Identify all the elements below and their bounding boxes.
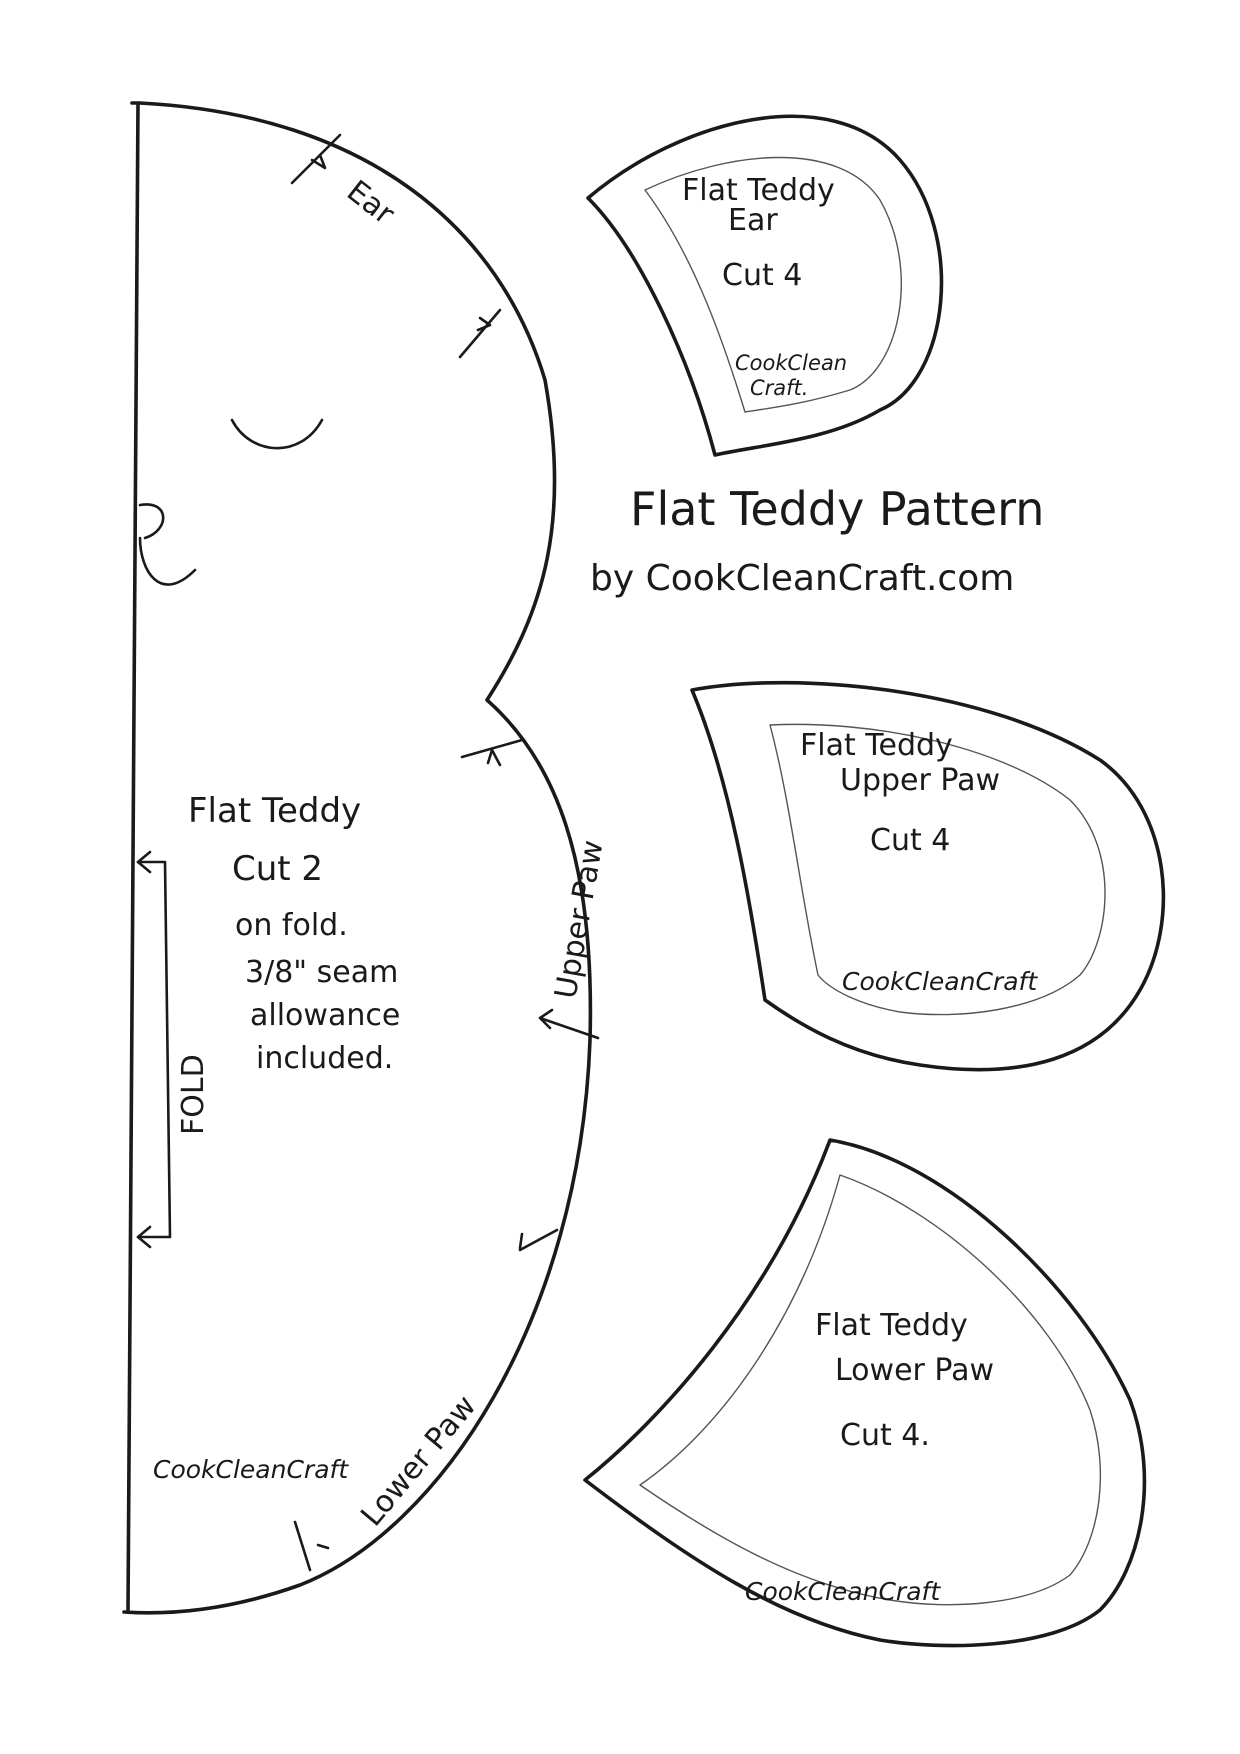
lower-paw-notch-top bbox=[518, 1228, 559, 1252]
pattern-title: Flat Teddy Pattern bbox=[630, 482, 1044, 536]
fold-label: FOLD bbox=[176, 1054, 211, 1135]
pattern-byline: by CookCleanCraft.com bbox=[590, 558, 1014, 599]
upper-paw-piece-cut: Cut 4 bbox=[870, 823, 950, 858]
closed-eye-mark bbox=[230, 418, 324, 450]
ear-notch-top bbox=[290, 133, 342, 185]
ear-piece-part: Ear bbox=[728, 203, 778, 238]
upper-paw-notch-top bbox=[460, 738, 524, 767]
ear-notch-bottom bbox=[458, 308, 502, 359]
body-piece bbox=[122, 101, 600, 1615]
upper-paw-notch-bottom bbox=[538, 1008, 600, 1040]
body-fold-note: on fold. bbox=[235, 908, 348, 943]
lower-paw-piece bbox=[583, 1138, 1147, 1648]
upper-paw-outline bbox=[690, 680, 1166, 1072]
lower-paw-seam-line bbox=[639, 1174, 1102, 1606]
body-piece-name: Flat Teddy bbox=[188, 791, 361, 831]
upper-paw-watermark: CookCleanCraft bbox=[842, 967, 1038, 996]
lower-paw-piece-cut: Cut 4. bbox=[840, 1418, 930, 1453]
upper-paw-piece-part: Upper Paw bbox=[840, 763, 1000, 798]
nose-mark bbox=[138, 503, 197, 586]
upper-paw-piece bbox=[690, 680, 1166, 1072]
fold-arrow-bottom bbox=[136, 1225, 152, 1249]
lower-paw-notch-bottom bbox=[293, 1520, 330, 1572]
lower-paw-outline bbox=[583, 1138, 1147, 1648]
body-outline bbox=[122, 101, 593, 1615]
ear-placement-label: Ear bbox=[340, 174, 401, 233]
lower-paw-piece-name: Flat Teddy bbox=[815, 1308, 968, 1343]
lower-paw-piece-part: Lower Paw bbox=[835, 1353, 994, 1388]
ear-piece-name: Flat Teddy bbox=[682, 173, 835, 208]
body-seam-note-2: allowance bbox=[250, 998, 400, 1033]
body-watermark: CookCleanCraft bbox=[153, 1455, 349, 1484]
fold-bracket bbox=[136, 860, 172, 1239]
ear-piece-cut: Cut 4 bbox=[722, 258, 802, 293]
ear-piece bbox=[586, 114, 944, 457]
lower-paw-watermark: CookCleanCraft bbox=[745, 1577, 941, 1606]
body-seam-note-1: 3/8" seam bbox=[245, 955, 398, 990]
upper-paw-piece-name: Flat Teddy bbox=[800, 728, 953, 763]
ear-watermark-line-2: Craft. bbox=[750, 376, 808, 400]
ear-seam-line bbox=[644, 156, 902, 413]
ear-watermark-line-1: CookClean bbox=[735, 351, 847, 375]
ear-outline bbox=[586, 114, 944, 457]
upper-paw-seam-line bbox=[769, 723, 1106, 1016]
body-piece-cut: Cut 2 bbox=[232, 849, 323, 889]
lower-paw-placement-label: Lower Paw bbox=[354, 1389, 483, 1533]
body-seam-note-3: included. bbox=[256, 1041, 393, 1076]
fold-arrow-top bbox=[136, 850, 152, 874]
upper-paw-placement-label: Upper Paw bbox=[548, 838, 610, 1002]
